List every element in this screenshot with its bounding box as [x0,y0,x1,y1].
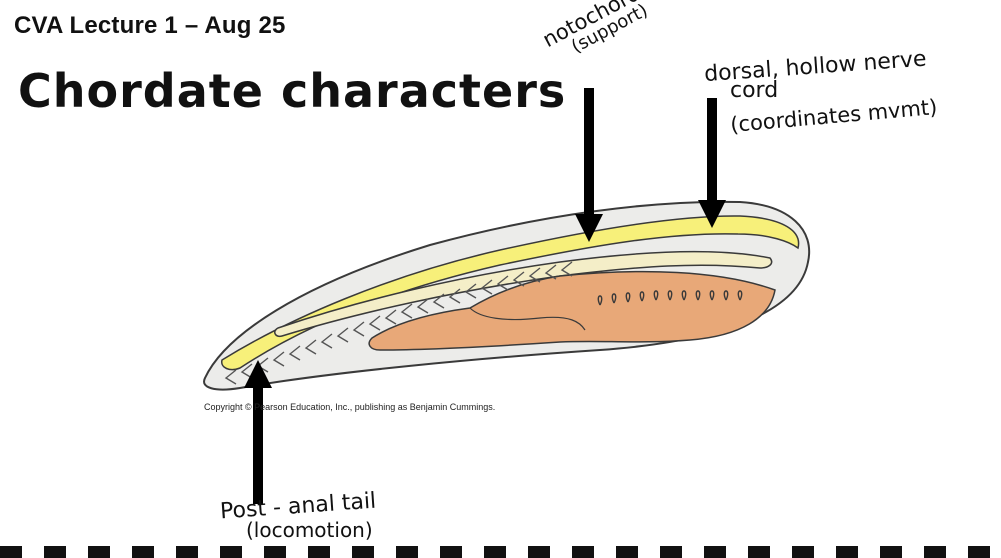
notochord-arrow [575,88,603,242]
nerve-cord-label: dorsal, hollow nerve cord (coordinates m… [703,47,938,137]
gill-slits [597,290,743,306]
bottom-dashed-border [0,546,1001,558]
slide-title: Chordate characters [18,64,567,118]
copyright-notice: Copyright © Pearson Education, Inc., pub… [204,402,496,412]
tail-label: Post - anal tail (locomotion) [219,489,377,542]
notochord-rod [274,250,773,338]
nerve-cord-label-line2: cord [730,78,779,103]
tail-label-line2: (locomotion) [246,518,373,542]
gut [368,270,776,351]
gut-fold [469,307,586,331]
nerve-cord-arrow [698,98,726,228]
lecture-header: CVA Lecture 1 – Aug 25 [14,12,286,39]
muscle-segments [224,261,573,385]
tail-arrow [244,360,272,504]
